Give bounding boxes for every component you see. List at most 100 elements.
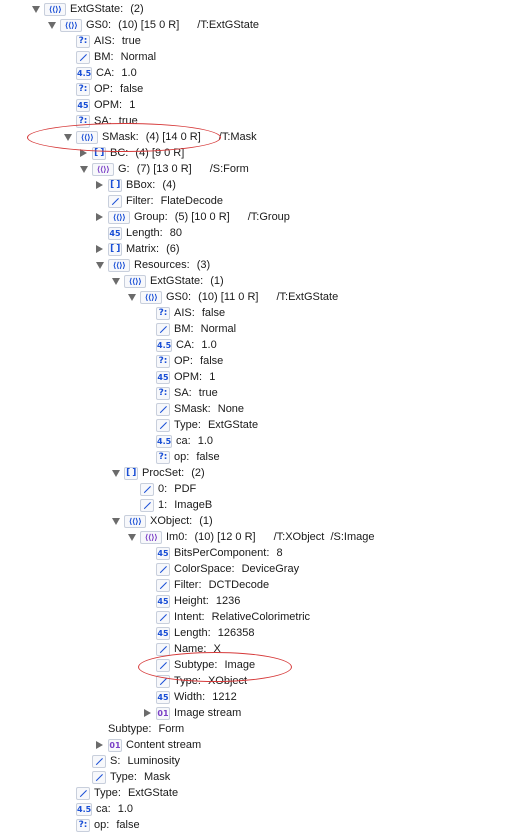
tree-row[interactable]: ?:SA: true	[0, 385, 528, 401]
entry-key: S:	[110, 755, 121, 767]
tree-row[interactable]: ⟨⟨⟩⟩ExtGState: (1)	[0, 273, 528, 289]
tree-row[interactable]: BM: Normal	[0, 321, 528, 337]
disclosure-collapsed-icon[interactable]	[144, 709, 151, 717]
tree-row[interactable]: Type: ExtGState	[0, 417, 528, 433]
entry-key: BitsPerComponent:	[174, 547, 270, 559]
tree-row-text: AIS: true	[94, 34, 141, 48]
integer-icon: 45	[156, 371, 170, 384]
tree-row[interactable]: [ ]BBox: (4)	[0, 177, 528, 193]
tree-row-text: 1: ImageB	[158, 498, 212, 512]
tree-row[interactable]: ⟨⟨⟩⟩Resources: (3)	[0, 257, 528, 273]
tree-row[interactable]: ⟨⟨⟩⟩Im0: (10) [12 0 R]/T:XObject /S:Imag…	[0, 529, 528, 545]
disclosure-expanded-icon[interactable]	[64, 134, 72, 141]
disclosure-expanded-icon[interactable]	[32, 6, 40, 13]
dictionary-icon: ⟨⟨⟩⟩	[108, 259, 130, 272]
tree-row[interactable]: ColorSpace: DeviceGray	[0, 561, 528, 577]
entry-key: 0:	[158, 483, 168, 495]
stream-icon: 01	[108, 739, 122, 752]
tree-row[interactable]: S: Luminosity	[0, 753, 528, 769]
disclosure-expanded-icon[interactable]	[112, 518, 120, 525]
entry-key: CA:	[176, 339, 195, 351]
tree-row-text: Group: (5) [10 0 R]/T:Group	[134, 210, 290, 224]
entry-key: CA:	[96, 67, 115, 79]
entry-key: GS0:	[166, 291, 192, 303]
dictionary-icon: ⟨⟨⟩⟩	[60, 19, 82, 32]
tree-row[interactable]: ?:op: false	[0, 449, 528, 465]
tree-row[interactable]: SMask: None	[0, 401, 528, 417]
tree-row[interactable]: ?:AIS: true	[0, 33, 528, 49]
tree-row[interactable]: Intent: RelativeColorimetric	[0, 609, 528, 625]
entry-key: SA:	[174, 387, 192, 399]
tree-row-text: ProcSet: (2)	[142, 466, 205, 480]
tree-row-text: BM: Normal	[94, 50, 156, 64]
tree-row[interactable]: Type: XObject	[0, 673, 528, 689]
tree-row[interactable]: ?:SA: true	[0, 113, 528, 129]
tree-row[interactable]: ?:AIS: false	[0, 305, 528, 321]
entry-key: G:	[118, 163, 130, 175]
name-icon	[140, 483, 154, 496]
tree-row[interactable]: [ ]ProcSet: (2)	[0, 465, 528, 481]
entry-key: XObject:	[150, 515, 193, 527]
entry-value: (7) [13 0 R]	[136, 163, 192, 175]
disclosure-collapsed-icon[interactable]	[96, 245, 103, 253]
tree-row[interactable]: Type: Mask	[0, 769, 528, 785]
disclosure-expanded-icon[interactable]	[128, 294, 136, 301]
tree-row[interactable]: ?:OP: false	[0, 353, 528, 369]
disclosure-expanded-icon[interactable]	[112, 470, 120, 477]
tree-row[interactable]: Filter: DCTDecode	[0, 577, 528, 593]
tree-row-text: Matrix: (6)	[126, 242, 180, 256]
tree-row[interactable]: ?:OP: false	[0, 81, 528, 97]
disclosure-expanded-icon[interactable]	[80, 166, 88, 173]
entry-type: /T:Group	[247, 211, 290, 223]
tree-row[interactable]: Type: ExtGState	[0, 785, 528, 801]
tree-row[interactable]: Filter: FlateDecode	[0, 193, 528, 209]
entry-key: AIS:	[94, 35, 115, 47]
tree-row-text: ca: 1.0	[176, 434, 213, 448]
tree-row[interactable]: ⟨⟨⟩⟩ExtGState: (2)	[0, 1, 528, 17]
tree-row[interactable]: ⟨⟨⟩⟩GS0: (10) [15 0 R]/T:ExtGState	[0, 17, 528, 33]
disclosure-collapsed-icon[interactable]	[96, 213, 103, 221]
tree-row[interactable]: ⟨⟨⟩⟩SMask: (4) [14 0 R]/T:Mask	[0, 129, 528, 145]
tree-row[interactable]: [ ]BC: (4) [9 0 R]	[0, 145, 528, 161]
tree-row[interactable]: [ ]Matrix: (6)	[0, 241, 528, 257]
disclosure-collapsed-icon[interactable]	[96, 741, 103, 749]
tree-row[interactable]: Name: X	[0, 641, 528, 657]
tree-row[interactable]: ⟨⟨⟩⟩Group: (5) [10 0 R]/T:Group	[0, 209, 528, 225]
entry-value: true	[121, 35, 141, 47]
tree-row[interactable]: ?:op: false	[0, 817, 528, 833]
tree-row[interactable]: ⟨⟨⟩⟩GS0: (10) [11 0 R]/T:ExtGState	[0, 289, 528, 305]
tree-row[interactable]: BM: Normal	[0, 49, 528, 65]
disclosure-collapsed-icon[interactable]	[80, 149, 87, 157]
dictionary-icon: ⟨⟨⟩⟩	[92, 163, 114, 176]
disclosure-collapsed-icon[interactable]	[96, 181, 103, 189]
entry-key: 1:	[158, 499, 168, 511]
disclosure-expanded-icon[interactable]	[112, 278, 120, 285]
disclosure-expanded-icon[interactable]	[96, 262, 104, 269]
tree-row[interactable]: 0: PDF	[0, 481, 528, 497]
tree-row[interactable]: Subtype: Form	[0, 721, 528, 737]
tree-row[interactable]: ⟨⟨⟩⟩XObject: (1)	[0, 513, 528, 529]
entry-key: Resources:	[134, 259, 190, 271]
tree-row[interactable]: ⟨⟨⟩⟩G: (7) [13 0 R]/S:Form	[0, 161, 528, 177]
tree-row[interactable]: Subtype: Image	[0, 657, 528, 673]
entry-value: ExtGState	[127, 787, 179, 799]
name-icon	[92, 755, 106, 768]
disclosure-expanded-icon[interactable]	[128, 534, 136, 541]
dictionary-icon: ⟨⟨⟩⟩	[76, 131, 98, 144]
tree-row[interactable]: 1: ImageB	[0, 497, 528, 513]
disclosure-expanded-icon[interactable]	[48, 22, 56, 29]
name-icon	[76, 787, 90, 800]
